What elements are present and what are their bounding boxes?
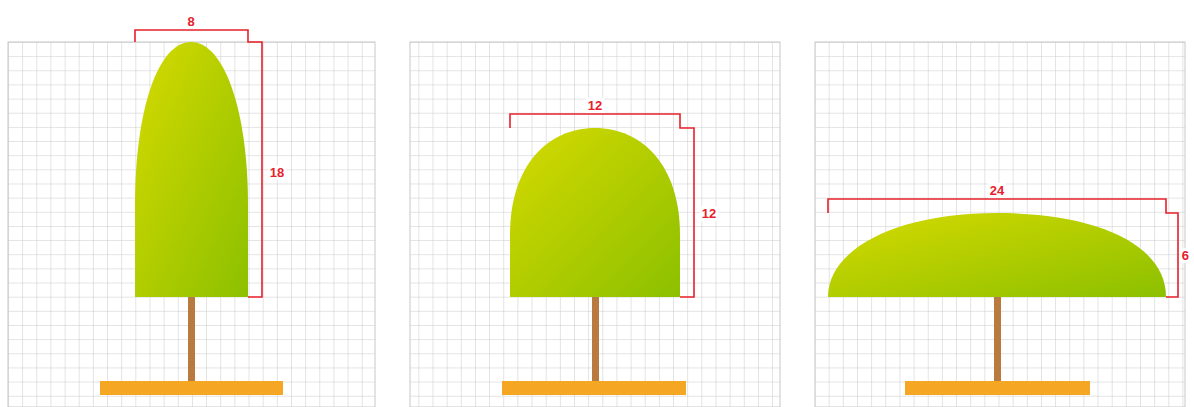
dimension-brackets [135, 30, 1178, 297]
dimension-label: 12 [586, 98, 604, 113]
tree-trunks [188, 297, 1001, 381]
dimension-label: 24 [988, 183, 1006, 198]
dimension-label: 6 [1180, 248, 1191, 263]
dimension-label: 8 [185, 14, 196, 29]
dimension-label: 12 [700, 206, 718, 221]
tree-bases [100, 381, 1090, 395]
tree-canopies [135, 42, 1166, 297]
dimension-label: 18 [268, 165, 286, 180]
grid-panels [8, 42, 1185, 407]
